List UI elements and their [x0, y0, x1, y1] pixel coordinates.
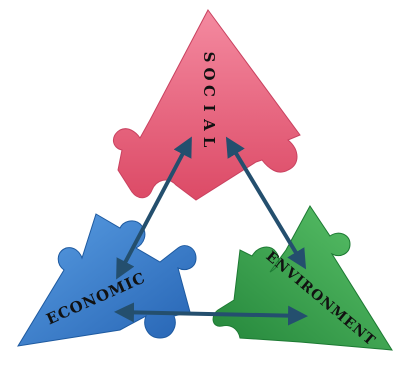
social-label-letter: A [200, 118, 218, 131]
social-label-letter: O [200, 67, 218, 80]
social-environment-double-arrow-icon [225, 136, 307, 270]
social-label-letter: S [200, 52, 218, 63]
economic-environment-double-arrow-icon [114, 302, 308, 326]
environment-piece: ENVIRONMENT [212, 205, 393, 351]
economic-piece: ECONOMIC [17, 213, 197, 347]
social-label-letter: I [200, 104, 218, 111]
social-label-letter: L [200, 137, 218, 148]
social-label-letter: C [200, 85, 218, 97]
connector-arrows [114, 136, 308, 326]
economic-jigsaw-piece-icon [17, 213, 197, 347]
social-economic-double-arrow-icon [116, 136, 192, 280]
